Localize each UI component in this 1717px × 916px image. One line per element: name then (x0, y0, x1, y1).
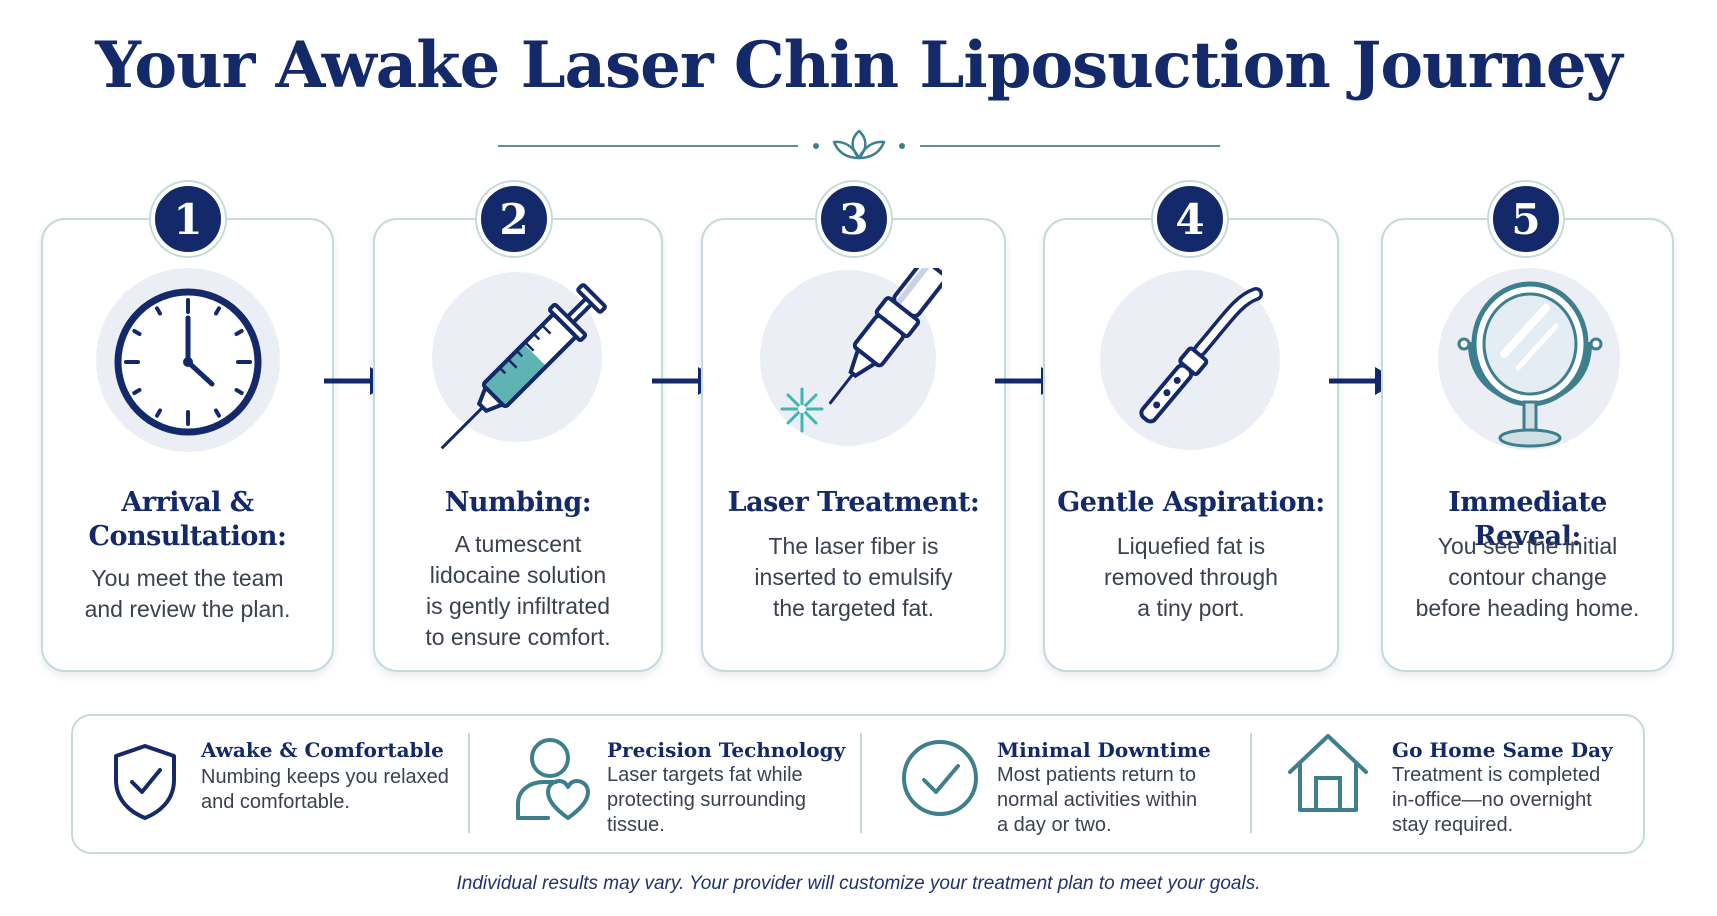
check-circle-icon (902, 740, 978, 816)
step-title: Immediate Reveal: (1391, 486, 1664, 554)
benefit-desc-line: normal activities within (997, 789, 1198, 811)
step-desc-line: A tumescent (454, 531, 582, 557)
step-desc-line: a tiny port. (1137, 595, 1245, 621)
step-description: A tumescent lidocaine solution is gently… (383, 529, 653, 653)
step-desc-line: to ensure comfort. (425, 624, 611, 650)
step-desc-line: You meet the team (91, 565, 284, 591)
step-number-badge: 3 (817, 182, 891, 256)
step-description: You see the initial contour change befor… (1391, 531, 1664, 624)
cannula-icon (1139, 287, 1263, 424)
benefit-description: Treatment is completed in-office—no over… (1392, 763, 1637, 838)
benefit-desc-line: Most patients return to (997, 764, 1196, 786)
step-title-line: Immediate Reveal: (1448, 487, 1607, 552)
step-title-line: Consultation: (88, 521, 287, 552)
step-desc-line: Liquefied fat is (1116, 533, 1266, 559)
step-title: Laser Treatment: (711, 486, 996, 520)
benefit-desc-line: and comfortable. (201, 791, 350, 813)
step-desc-line: contour change (1448, 564, 1607, 590)
step-number-badge: 2 (477, 182, 551, 256)
step-number-badge: 5 (1489, 182, 1563, 256)
step-description: Liquefied fat is removed through a tiny … (1053, 531, 1329, 624)
benefit-desc-line: Treatment is completed (1392, 764, 1601, 786)
step-desc-line: is gently infiltrated (425, 593, 611, 619)
clock-icon (114, 288, 262, 436)
benefit-desc-line: Laser targets fat while (607, 764, 803, 786)
step-title-line: Numbing: (444, 487, 592, 518)
mirror-icon (1457, 281, 1603, 448)
step-title: Arrival & Consultation: (51, 486, 324, 554)
shield-check-icon (114, 744, 176, 820)
benefit-separator (1250, 733, 1252, 833)
step-description: The laser fiber is inserted to emulsify … (711, 531, 996, 624)
benefit-desc-line: in-office—no overnight (1392, 789, 1592, 811)
lotus-icon (832, 129, 886, 160)
step-title: Numbing: (383, 486, 653, 520)
benefit-desc-line: tissue. (607, 814, 665, 836)
step-title-line: Arrival & (121, 487, 254, 518)
page-title: Your Awake Laser Chin Liposuction Journe… (95, 28, 1622, 103)
disclaimer-footnote: Individual results may vary. Your provid… (456, 873, 1261, 894)
step-desc-line: and review the plan. (84, 596, 291, 622)
step-desc-line: before heading home. (1415, 595, 1640, 621)
step-desc-line: The laser fiber is (768, 533, 939, 559)
step-desc-line: the targeted fat. (772, 595, 935, 621)
step-title-line: Gentle Aspiration: (1057, 487, 1325, 518)
house-icon (1288, 734, 1368, 812)
benefit-desc-line: Numbing keeps you relaxed (201, 766, 449, 788)
step-title: Gentle Aspiration: (1053, 486, 1329, 520)
benefit-separator (468, 733, 470, 833)
benefit-description: Numbing keeps you relaxed and comfortabl… (201, 765, 461, 815)
benefit-description: Most patients return to normal activitie… (997, 763, 1242, 838)
step-desc-line: removed through (1104, 564, 1278, 590)
step-desc-line: inserted to emulsify (754, 564, 953, 590)
benefits-panel (71, 714, 1645, 854)
laser-fiber-icon (780, 268, 942, 433)
syringe-icon (440, 283, 607, 450)
benefit-desc-line: protecting surrounding (607, 789, 807, 811)
step-description: You meet the team and review the plan. (51, 563, 324, 625)
step-title-line: Laser Treatment: (727, 487, 980, 518)
benefit-title: Precision Technology (607, 738, 846, 762)
benefit-title: Go Home Same Day (1392, 738, 1613, 762)
benefit-description: Laser targets fat while protecting surro… (607, 763, 852, 838)
person-heart-icon (516, 738, 590, 820)
benefit-desc-line: stay required. (1392, 814, 1514, 836)
benefit-title: Minimal Downtime (997, 738, 1211, 762)
benefit-title: Awake & Comfortable (201, 738, 444, 762)
lotus-divider (498, 129, 1220, 160)
step-desc-line: lidocaine solution (429, 562, 607, 588)
step-number-badge: 4 (1153, 182, 1227, 256)
step-desc-line: You see the initial (1437, 533, 1618, 559)
benefit-desc-line: a day or two. (997, 814, 1112, 836)
step-number-badge: 1 (151, 182, 225, 256)
benefit-separator (860, 733, 862, 833)
